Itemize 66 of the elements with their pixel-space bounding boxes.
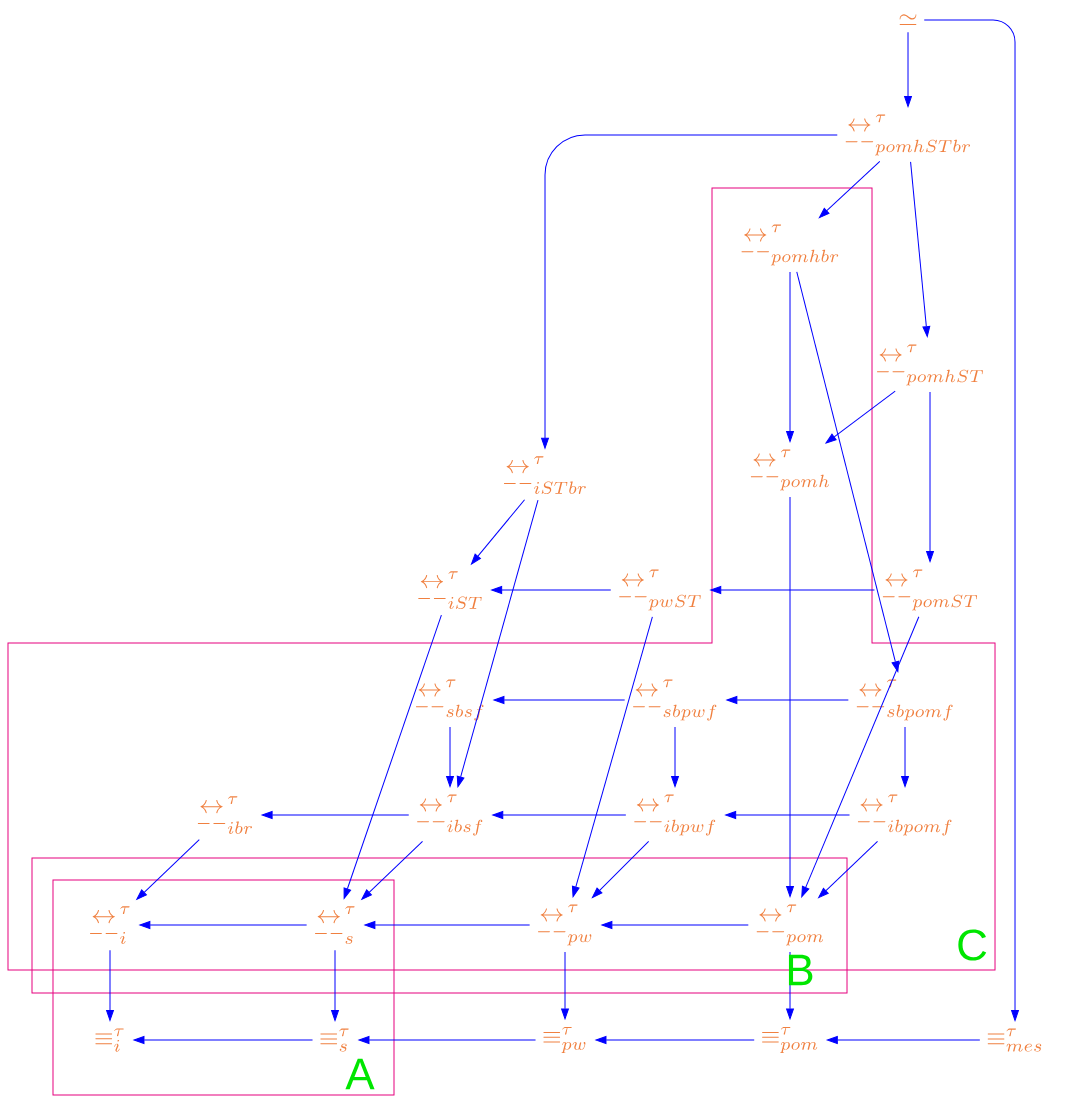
arrow	[343, 614, 442, 899]
relation-symbol: $\underset{--}{\leftrightarrow}^{\tau}_{i}$	[90, 906, 130, 944]
arrow	[446, 726, 454, 787]
relation-symbol: $\underset{--}{\leftrightarrow}^{\tau}_{pom}$	[756, 904, 824, 946]
relation-symbol: $\equiv^{\tau}_{pom}$	[762, 1026, 818, 1054]
relation-symbol: $\underset{--}{\leftrightarrow}^{\tau}_{ibpomf}$	[857, 794, 952, 836]
arrow	[825, 390, 896, 444]
relation-symbol: $\equiv^{\tau}_{s}$	[320, 1028, 349, 1052]
arrow	[801, 616, 920, 898]
relation-symbol: $\underset{--}{\leftrightarrow}^{\tau}_{iSTbr}$	[503, 456, 586, 495]
arrow	[904, 31, 912, 107]
arrow	[671, 726, 679, 787]
arrow	[910, 161, 931, 337]
arrow	[491, 586, 612, 594]
arrow	[106, 949, 114, 1021]
relation-symbol: $\simeq$	[899, 14, 917, 25]
relation-symbol: $\underset{--}{\leftrightarrow}^{\tau}_{ibr}$	[197, 796, 252, 834]
arrow	[361, 840, 423, 900]
arrow	[470, 499, 526, 565]
arrow	[826, 1036, 981, 1044]
arrow	[796, 271, 900, 673]
arrow	[331, 949, 339, 1021]
arrow	[133, 1036, 314, 1044]
arrow	[492, 811, 627, 819]
arrow	[726, 696, 849, 704]
relation-symbol: $\underset{--}{\leftrightarrow}^{\tau}_{pomhST}$	[877, 344, 983, 386]
arrow	[561, 951, 569, 1020]
relation-symbol: $\equiv^{\tau}_{i}$	[95, 1028, 124, 1052]
relation-symbol: $\underset{--}{\leftrightarrow}^{\tau}_{pwST}$	[619, 569, 701, 611]
arrow	[725, 811, 850, 819]
arrow	[786, 951, 794, 1020]
relation-symbol: $\underset{--}{\leftrightarrow}^{\tau}_{s}$	[315, 906, 355, 944]
relation-symbol: $\underset{--}{\leftrightarrow}^{\tau}_{pomhSTbr}$	[845, 114, 971, 156]
relation-symbol: $\underset{--}{\leftrightarrow}^{\tau}_{sbpwf}$	[633, 679, 717, 721]
relation-symbol: $\underset{--}{\leftrightarrow}^{\tau}_{ibsf}$	[417, 794, 483, 836]
arrow	[926, 391, 934, 562]
arrow	[493, 696, 626, 704]
arrow	[571, 616, 653, 898]
arrow	[364, 921, 531, 929]
arrow	[139, 921, 308, 929]
relation-symbol: $\equiv^{\tau}_{mes}$	[987, 1028, 1042, 1052]
arrow	[456, 499, 539, 788]
arrow	[786, 496, 794, 897]
relation-symbol: $\underset{--}{\leftrightarrow}^{\tau}_{pomh}$	[750, 449, 829, 491]
arrow	[541, 134, 838, 449]
region-label: C	[958, 929, 987, 961]
arrow	[818, 160, 881, 219]
arrow	[786, 271, 794, 442]
arrow	[261, 811, 410, 819]
relation-symbol: $\underset{--}{\leftrightarrow}^{\tau}_{iST}$	[418, 571, 482, 610]
arrow	[818, 840, 878, 899]
arrow	[595, 1036, 755, 1044]
region-label: A	[345, 1058, 375, 1090]
arrow	[591, 840, 650, 899]
arrow	[923, 19, 1019, 1021]
arrow	[601, 921, 749, 929]
region-label: B	[788, 954, 813, 986]
relation-symbol: $\equiv^{\tau}_{pw}$	[543, 1026, 586, 1054]
relation-symbol: $\underset{--}{\leftrightarrow}^{\tau}_{pomST}$	[882, 569, 978, 611]
arrow	[136, 839, 200, 900]
relation-symbol: $\underset{--}{\leftrightarrow}^{\tau}_{pw}$	[538, 904, 592, 946]
arrow	[710, 586, 875, 594]
relation-symbol: $\underset{--}{\leftrightarrow}^{\tau}_{pomhbr}$	[741, 224, 839, 266]
arrow	[901, 726, 909, 787]
arrow	[358, 1036, 537, 1044]
relation-symbol: $\underset{--}{\leftrightarrow}^{\tau}_{ibpwf}$	[634, 794, 716, 836]
